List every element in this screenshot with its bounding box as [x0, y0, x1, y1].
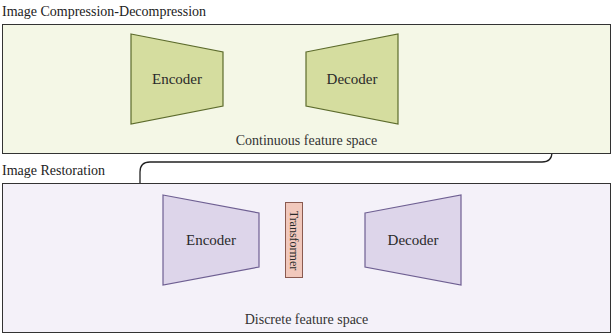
block-label: Decoder: [388, 232, 439, 249]
panel-caption: Discrete feature space: [3, 312, 610, 328]
trapezoid-shape: [131, 34, 223, 124]
block-label: Encoder: [152, 71, 202, 88]
decoder-block: Decoder: [365, 195, 461, 285]
block-label: Transformer: [287, 210, 302, 270]
decoder-block: Decoder: [306, 34, 398, 124]
panel-heading: Image Compression-Decompression: [2, 4, 206, 20]
trapezoid-shape: [365, 195, 461, 285]
trapezoid-shape: [306, 34, 398, 124]
panel-heading: Image Restoration: [2, 163, 105, 179]
transformer-block: Transformer: [285, 202, 303, 278]
block-label: Decoder: [327, 71, 378, 88]
block-label: Encoder: [186, 232, 236, 249]
panel-caption: Continuous feature space: [3, 133, 610, 149]
stage-panel: EncoderDecoderImage Compression-Decompre…: [2, 24, 611, 154]
trapezoid-shape: [163, 195, 259, 285]
encoder-block: Encoder: [131, 34, 223, 124]
encoder-block: Encoder: [163, 195, 259, 285]
stage-panel: EncoderTransformerDecoderImage Restorati…: [2, 183, 611, 333]
